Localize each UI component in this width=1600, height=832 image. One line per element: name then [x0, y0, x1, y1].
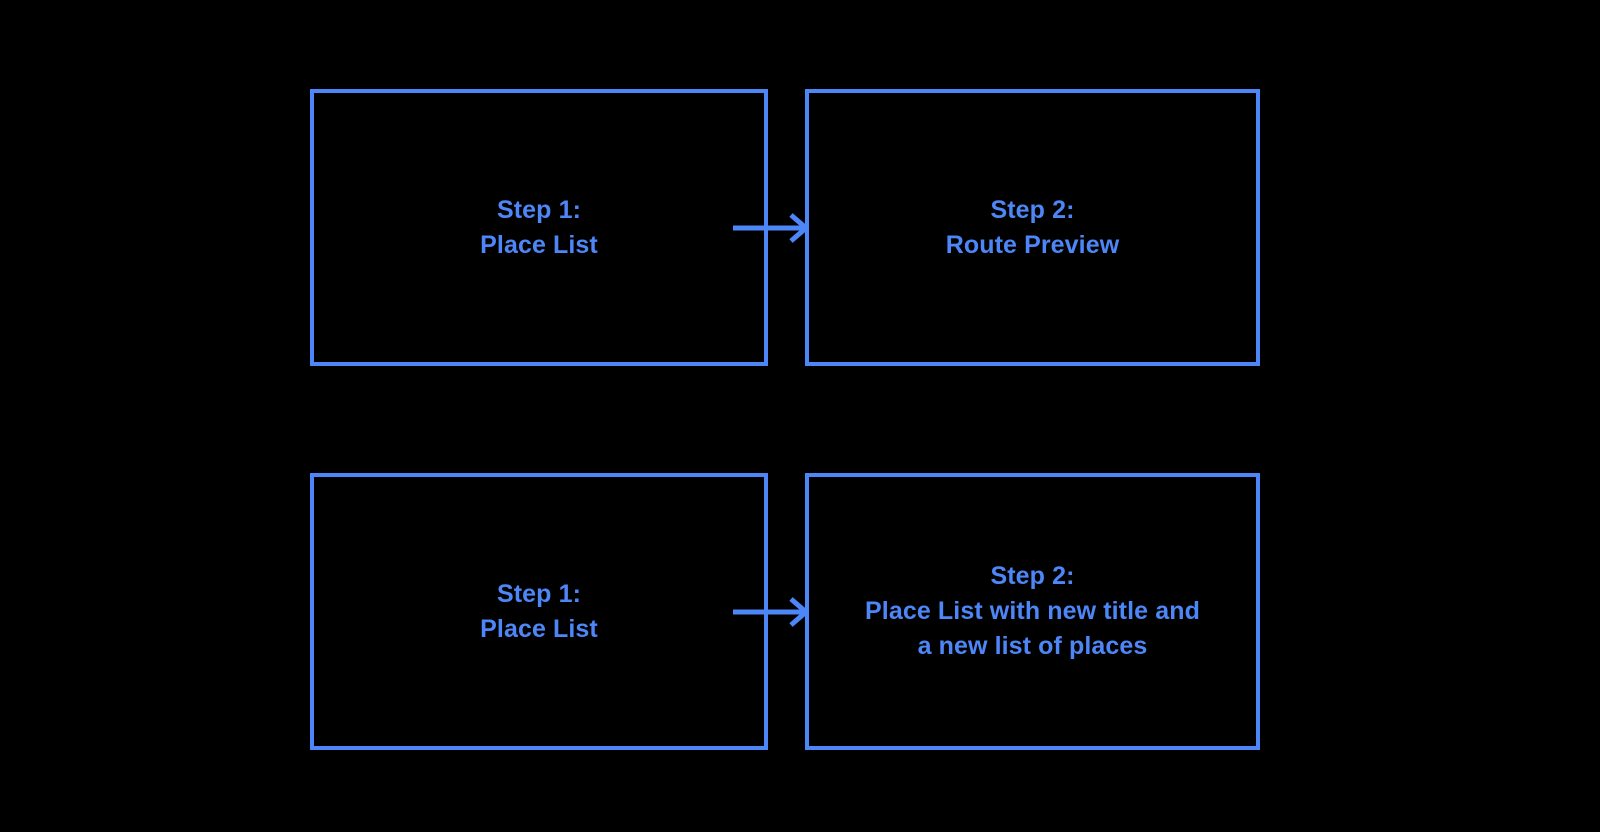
connector-arrow-top	[733, 213, 809, 243]
arrow-right-icon	[733, 597, 809, 627]
step-label-top-step-1: Step 1: Place List	[480, 195, 598, 259]
step-label-bottom-step-2: Step 2: Place List with new title and a …	[865, 562, 1200, 660]
flow-row-new-place-list: Step 1: Place List Step 2: Place List wi…	[0, 473, 1600, 750]
step-box-bottom-step-2[interactable]: Step 2: Place List with new title and a …	[805, 473, 1260, 750]
step-box-top-step-1[interactable]: Step 1: Place List	[310, 89, 768, 366]
step-box-top-step-2[interactable]: Step 2: Route Preview	[805, 89, 1260, 366]
connector-arrow-bottom	[733, 597, 809, 627]
step-label-bottom-step-1: Step 1: Place List	[480, 579, 598, 643]
flow-row-route-preview: Step 1: Place List Step 2: Route Preview	[0, 89, 1600, 366]
step-box-bottom-step-1[interactable]: Step 1: Place List	[310, 473, 768, 750]
step-label-top-step-2: Step 2: Route Preview	[945, 195, 1120, 259]
arrow-right-icon	[733, 213, 809, 243]
